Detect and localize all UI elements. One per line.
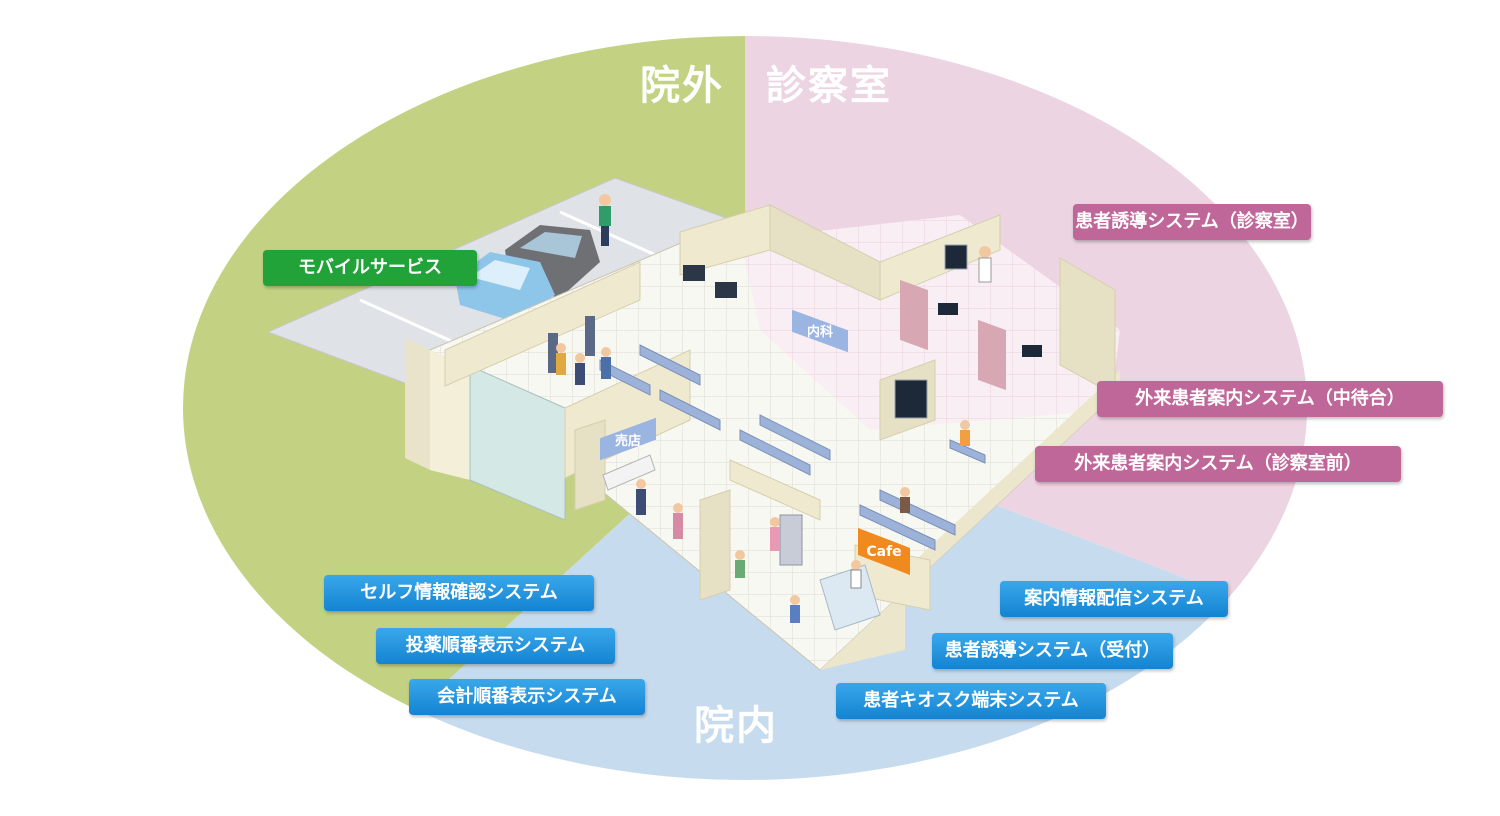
person <box>556 343 566 375</box>
tag-billing-order: 会計順番表示システム <box>409 679 645 715</box>
wall-interior <box>699 489 731 601</box>
people <box>556 246 992 623</box>
sign-internal-medicine-text: 内科 <box>807 324 833 340</box>
sign-cafe-text: Cafe <box>866 544 901 560</box>
tag-outpatient-guide-waiting: 外来患者案内システム（中待合） <box>1097 381 1443 417</box>
tag-kiosk-terminal: 患者キオスク端末システム <box>836 683 1106 719</box>
front-wall-long <box>430 350 470 480</box>
reception-counter <box>819 564 881 631</box>
sign-cafe: Cafe <box>858 528 910 575</box>
person <box>850 560 862 589</box>
tag-mobile-service: モバイルサービス <box>263 250 477 286</box>
waiting-benches <box>599 344 986 551</box>
parking-line <box>559 210 661 259</box>
person <box>960 420 970 446</box>
person <box>601 347 611 379</box>
sign-shop-text: 売店 <box>615 433 641 449</box>
person <box>735 550 745 578</box>
sign-shop: 売店 <box>600 417 656 461</box>
tag-patient-guidance-exam-room: 患者誘導システム（診察室） <box>1073 204 1311 240</box>
wall-interior <box>729 459 821 521</box>
exam-door <box>978 319 1006 391</box>
wall-interior <box>574 419 606 511</box>
glass-entrance <box>469 365 566 521</box>
display-monitor <box>715 282 737 298</box>
wall-interior <box>879 214 1001 301</box>
parking-line <box>359 298 461 347</box>
person <box>900 487 910 513</box>
display-monitor <box>894 379 928 419</box>
zone-exam-room-sector <box>745 36 1307 700</box>
tag-patient-guidance-reception: 患者誘導システム（受付） <box>932 633 1173 669</box>
display-monitor <box>1022 345 1042 357</box>
display-monitor <box>944 244 968 270</box>
person <box>790 595 800 623</box>
wall-bottom-right <box>820 370 1120 670</box>
tag-info-distribution: 案内情報配信システム <box>1000 581 1228 617</box>
hospital-floor-illustration: 売店 内科 Cafe <box>266 177 1121 671</box>
tag-self-info-check: セルフ情報確認システム <box>324 575 594 611</box>
display-monitor <box>683 265 705 281</box>
kiosk <box>779 514 803 566</box>
zone-title-inside: 院内 <box>694 703 778 749</box>
person-with-phone <box>599 194 611 246</box>
zone-title-exam-room: 診察室 <box>766 63 892 109</box>
sign-internal-medicine: 内科 <box>792 309 848 353</box>
wall-interior <box>444 261 641 387</box>
tag-outpatient-guide-exam-front: 外来患者案内システム（診察室前） <box>1035 446 1401 482</box>
person <box>770 517 780 551</box>
shop-counter <box>602 454 656 491</box>
car-blue <box>455 252 555 322</box>
person <box>978 246 992 283</box>
tag-medication-order: 投薬順番表示システム <box>376 628 615 664</box>
front-wall <box>405 338 430 470</box>
zone-title-outside: 院外 <box>640 63 724 109</box>
kiosk <box>548 333 558 373</box>
display-monitor <box>938 303 958 315</box>
person <box>636 479 646 515</box>
kiosk <box>585 316 595 356</box>
exam-door <box>900 279 928 351</box>
person <box>673 503 683 539</box>
person <box>575 353 585 385</box>
